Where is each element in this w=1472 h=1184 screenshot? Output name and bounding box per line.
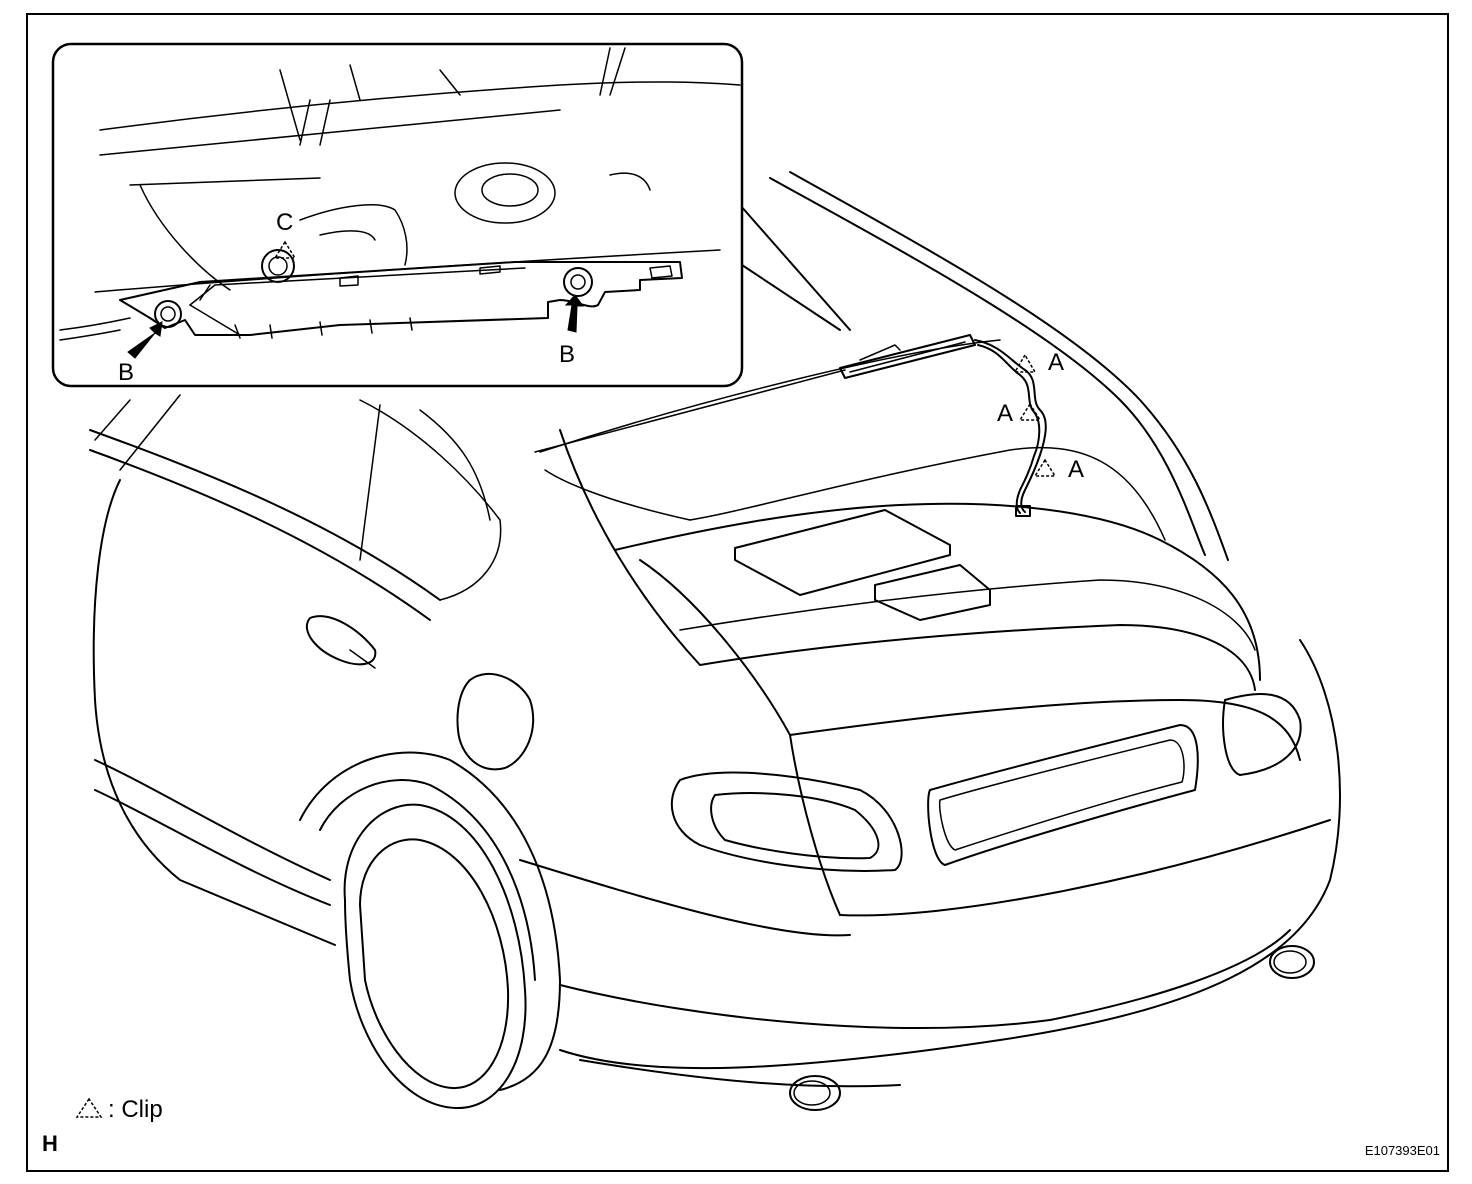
clip-legend-text: : Clip: [108, 1096, 163, 1123]
clip-callout-a: A: [997, 400, 1013, 427]
view-letter: H: [42, 1131, 58, 1156]
bolt-callout-b: B: [559, 341, 575, 368]
clip-callout-c: C: [276, 209, 293, 236]
clip-legend-icon: [75, 1097, 103, 1118]
leader-line-lamp: [534, 369, 846, 453]
figure-code: E107393E01: [1365, 1143, 1440, 1158]
clip-callout-a: A: [1068, 456, 1084, 483]
high-mount-stop-lamp: [839, 334, 976, 379]
bolt-callout-b: B: [118, 359, 134, 386]
detail-inset: [51, 42, 851, 388]
clip-callout-a: A: [1048, 349, 1064, 376]
car-body: [89, 171, 1341, 1111]
wire-harness: [974, 339, 1047, 517]
figure-frame: [26, 13, 1449, 1172]
